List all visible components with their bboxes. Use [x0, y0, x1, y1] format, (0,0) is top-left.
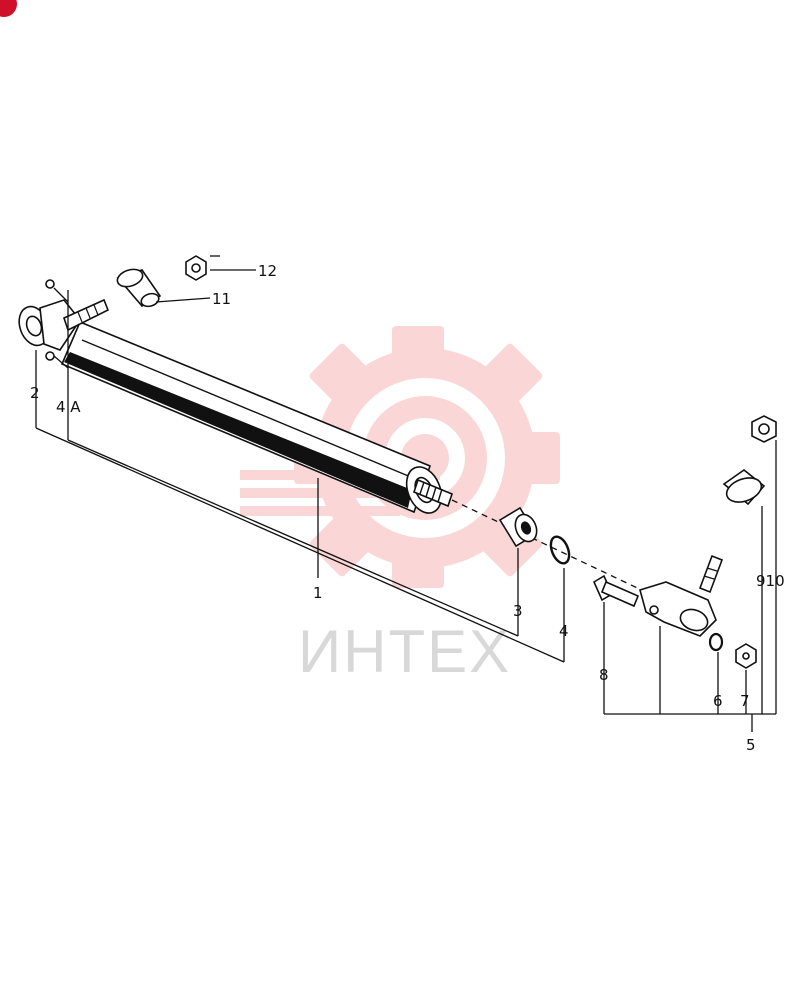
label-part-2: 2	[30, 384, 40, 402]
label-part-1: 1	[313, 584, 323, 602]
dust-boot-part	[116, 268, 162, 308]
label-part-8: 8	[599, 666, 609, 684]
label-part-3: 3	[513, 602, 523, 620]
right-tie-rod-end-part	[592, 554, 724, 637]
label-part-7: 7	[740, 692, 750, 710]
label-part-5: 5	[746, 736, 756, 754]
nut-7-part	[735, 643, 757, 669]
nut-10-part	[751, 415, 777, 443]
clamp-ring-part	[549, 535, 571, 565]
watermark-text: ИНТЕХ	[298, 618, 511, 685]
label-part-4: 4	[559, 622, 569, 640]
leader-lines	[35, 255, 777, 732]
assembly-axis-line	[451, 499, 651, 595]
washer-6-part	[708, 632, 724, 652]
label-part-6: 6	[713, 692, 723, 710]
label-part-12: 12	[258, 262, 277, 280]
label-part-910: 910	[756, 572, 785, 590]
dust-boot-9-part	[722, 469, 766, 506]
nut-12-part	[185, 255, 207, 281]
label-part-11: 11	[212, 290, 231, 308]
left-tie-rod-end-part	[18, 279, 110, 361]
label-part-4a: 4 A	[56, 398, 81, 416]
sleeve-part	[498, 506, 538, 548]
corner-badge-icon	[0, 0, 17, 17]
